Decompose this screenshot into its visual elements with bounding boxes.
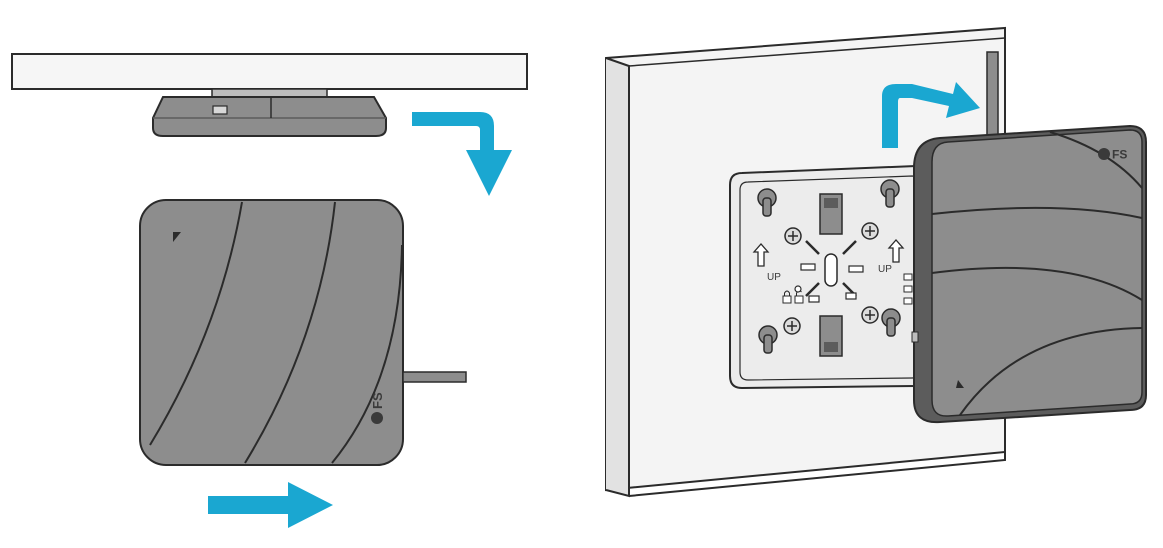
- bottom-clip: [819, 315, 843, 357]
- svg-text:FS: FS: [1112, 148, 1127, 162]
- fs-logo: FS: [1098, 148, 1127, 162]
- screw-hole: [861, 306, 879, 324]
- up-arrow-right-icon: [887, 239, 905, 263]
- lock-icon: [782, 290, 792, 304]
- screw-hole: [783, 317, 801, 335]
- keyhole-slot: [880, 179, 900, 208]
- mounting-plate: UP UP: [729, 164, 929, 390]
- keyhole-slot: [758, 325, 778, 354]
- top-clip: [819, 193, 843, 235]
- cable: [402, 371, 467, 383]
- keyhole-slot: [881, 308, 901, 337]
- lift-over-arrow: [882, 82, 980, 148]
- indicator-dot: [794, 285, 802, 293]
- wall-mount-illustration: UP UP: [605, 26, 1147, 498]
- up-label-right: UP: [878, 264, 892, 275]
- ceiling-slab: [11, 53, 528, 90]
- up-arrow-left-icon: [752, 243, 770, 267]
- access-point-device: FS: [911, 124, 1147, 424]
- slide-right-arrow: [208, 482, 333, 528]
- screw-hole: [784, 227, 802, 245]
- ceiling-mount-illustration: FS: [11, 53, 528, 528]
- device-top-view: FS: [139, 199, 467, 466]
- center-slot: [824, 253, 838, 287]
- svg-text:FS: FS: [370, 392, 385, 409]
- up-label-left: UP: [767, 272, 781, 283]
- rotate-down-arrow: [412, 112, 512, 196]
- fs-logo: FS: [370, 392, 385, 424]
- keyhole-slot: [757, 188, 777, 217]
- device-side-view: [152, 88, 387, 137]
- antenna-post: [986, 51, 999, 145]
- screw-hole: [861, 222, 879, 240]
